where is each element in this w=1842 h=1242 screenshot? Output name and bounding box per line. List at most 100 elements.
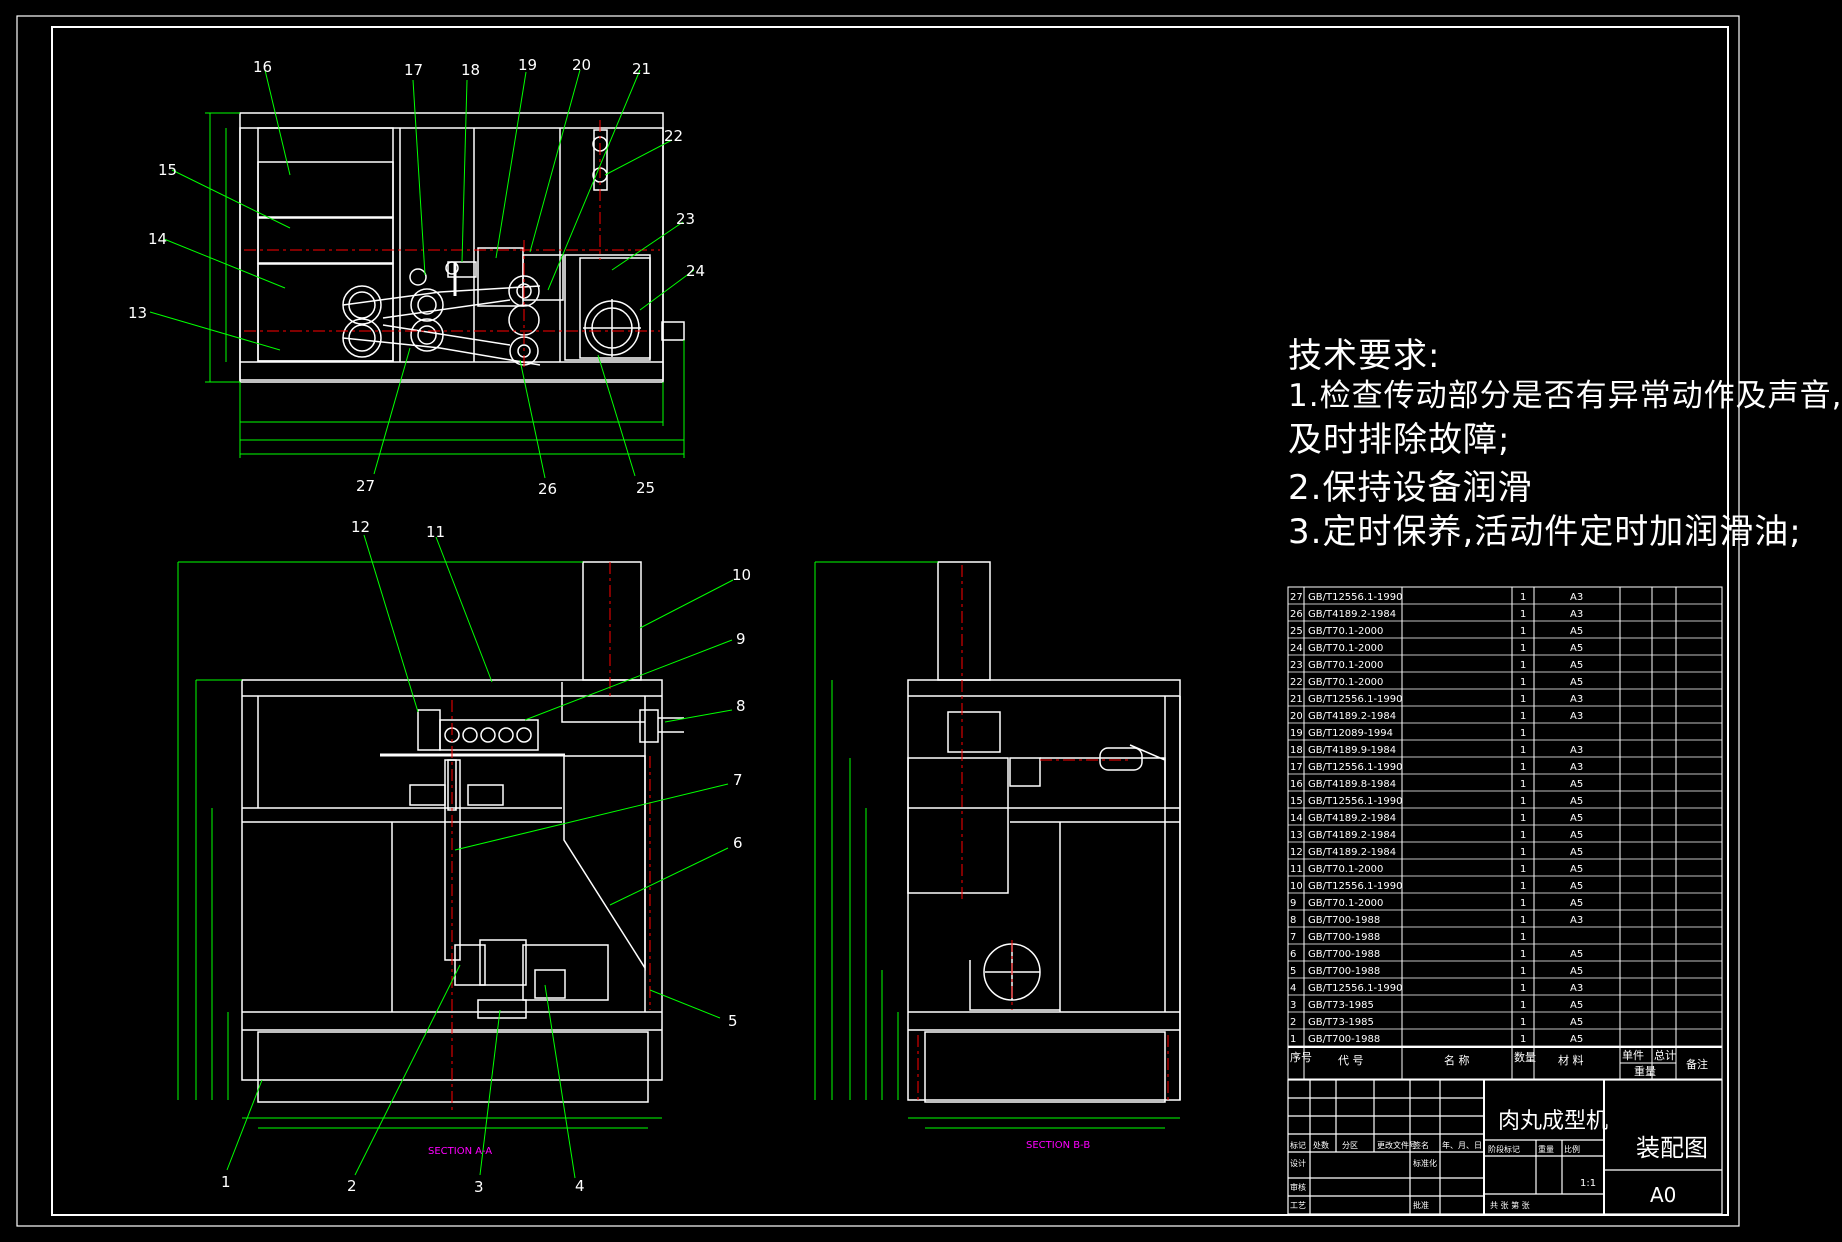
bom-cell-qty: 1 [1520, 745, 1526, 756]
bom-cell-qty: 1 [1520, 949, 1526, 960]
bom-cell-material: A5 [1570, 660, 1583, 671]
bom-cell-qty: 1 [1520, 711, 1526, 722]
bom-cell-no: 22 [1290, 677, 1303, 688]
assembly-drawing-sheet: 13 14 15 16 17 18 19 20 21 22 23 24 25 2… [16, 15, 1740, 1227]
bom-cell-code: GB/T12556.1-1990 [1308, 694, 1403, 705]
bom-cell-code: GB/T73-1985 [1308, 1017, 1374, 1028]
bom-cell-code: GB/T700-1988 [1308, 949, 1380, 960]
top-view-dimensions [205, 112, 685, 458]
bom-cell-code: GB/T12556.1-1990 [1308, 796, 1403, 807]
tb-signature: 签名 [1413, 1140, 1429, 1150]
section-b-dimensions [814, 561, 1180, 1129]
bom-cell-code: GB/T73-1985 [1308, 1000, 1374, 1011]
bom-cell-qty: 1 [1520, 728, 1526, 739]
bom-cell-qty: 1 [1520, 694, 1526, 705]
callout-8: 8 [736, 697, 746, 715]
bom-cell-code: GB/T70.1-2000 [1308, 643, 1383, 654]
section-a-centerlines [451, 562, 651, 1110]
bom-cell-no: 26 [1290, 609, 1303, 620]
bom-cell-material: A5 [1570, 643, 1583, 654]
bom-cell-no: 6 [1290, 949, 1296, 960]
bom-cell-code: GB/T12556.1-1990 [1308, 762, 1403, 773]
bom-cell-qty: 1 [1520, 643, 1526, 654]
callout-7: 7 [733, 771, 743, 789]
tb-process: 工艺 [1290, 1201, 1306, 1210]
callout-4: 4 [575, 1177, 585, 1195]
section-labels: SECTION A-A SECTION B-B [428, 1140, 1090, 1157]
bom-cell-material: A5 [1570, 626, 1583, 637]
callout-17: 17 [404, 61, 423, 79]
bom-cell-qty: 1 [1520, 932, 1526, 943]
bom-cell-material: A3 [1570, 915, 1583, 926]
bom-cell-material: A5 [1570, 898, 1583, 909]
bom-cell-material: A5 [1570, 881, 1583, 892]
bom-cell-material: A3 [1570, 609, 1583, 620]
bom-cell-no: 8 [1290, 915, 1296, 926]
tb-scale-label: 比例 [1564, 1144, 1580, 1154]
bom-cell-material: A5 [1570, 677, 1583, 688]
bom-cell-no: 5 [1290, 966, 1296, 977]
callout-23: 23 [676, 210, 695, 228]
bom-header-name: 名 称 [1444, 1053, 1470, 1067]
bom-cell-code: GB/T70.1-2000 [1308, 864, 1383, 875]
bom-cell-no: 21 [1290, 694, 1303, 705]
bom-cell-qty: 1 [1520, 626, 1526, 637]
bom-cell-material: A3 [1570, 983, 1583, 994]
bom-cell-no: 20 [1290, 711, 1303, 722]
tb-sheets: 共 张 第 张 [1490, 1200, 1530, 1210]
bom-header-material: 材 料 [1558, 1053, 1584, 1067]
bom-cell-qty: 1 [1520, 881, 1526, 892]
bom-cell-code: GB/T70.1-2000 [1308, 898, 1383, 909]
callout-12: 12 [351, 518, 370, 536]
callout-9: 9 [736, 630, 746, 648]
tb-date: 年、月、日 [1442, 1140, 1482, 1150]
section-a-label: SECTION A-A [428, 1146, 492, 1157]
bom-cell-code: GB/T12556.1-1990 [1308, 881, 1403, 892]
title-block-text: 肉丸成型机 装配图 A0 1:1 标记 处数 分区 更改文件号 签名 年、月、日… [1290, 1109, 1708, 1210]
bom-cell-code: GB/T4189.9-1984 [1308, 745, 1396, 756]
callout-21: 21 [632, 60, 651, 78]
section-a-leaders [226, 534, 734, 1179]
bom-cell-no: 2 [1290, 1017, 1296, 1028]
bom-cell-qty: 1 [1520, 983, 1526, 994]
bom-cell-no: 23 [1290, 660, 1303, 671]
callout-20: 20 [572, 56, 591, 74]
bom-header-unit-weight: 单件 [1622, 1049, 1644, 1062]
bom-cell-material: A5 [1570, 949, 1583, 960]
bom-header-code: 代 号 [1338, 1054, 1364, 1067]
bom-cell-qty: 1 [1520, 847, 1526, 858]
bom-cell-qty: 1 [1520, 796, 1526, 807]
callout-6: 6 [733, 834, 743, 852]
tb-mark: 标记 [1290, 1140, 1306, 1150]
callout-2: 2 [347, 1177, 357, 1195]
bom-cell-qty: 1 [1520, 1034, 1526, 1045]
bom-header-weight: 重量 [1634, 1064, 1656, 1078]
bom-cell-code: GB/T4189.2-1984 [1308, 847, 1396, 858]
bom-row-lines [1288, 603, 1722, 1047]
tb-review: 审核 [1290, 1182, 1306, 1192]
bom-cell-material: A5 [1570, 1017, 1583, 1028]
tb-standardize: 标准化 [1413, 1158, 1437, 1168]
bom-cell-no: 4 [1290, 983, 1296, 994]
bom-header-no: 序号 [1290, 1050, 1312, 1064]
callout-labels: 13 14 15 16 17 18 19 20 21 22 23 24 25 2… [128, 56, 751, 1196]
tb-mass: 重量 [1538, 1144, 1554, 1154]
callout-27: 27 [356, 477, 375, 495]
bom-cell-no: 14 [1290, 813, 1303, 824]
bom-cell-code: GB/T4189.8-1984 [1308, 779, 1396, 790]
bom-cell-qty: 1 [1520, 864, 1526, 875]
tb-design: 设计 [1290, 1158, 1306, 1168]
tech-requirement-line-3: 2.保持设备润滑 [1288, 468, 1533, 508]
bom-cell-material: A5 [1570, 813, 1583, 824]
bom-cell-material: A3 [1570, 762, 1583, 773]
tech-requirement-line-1: 1.检查传动部分是否有异常动作及声音, [1288, 378, 1842, 414]
top-view [239, 112, 685, 383]
bom-cell-qty: 1 [1520, 762, 1526, 773]
bom-header-qty: 数量 [1514, 1051, 1536, 1064]
tb-stage-mark: 阶段标记 [1488, 1144, 1520, 1154]
section-a-view [241, 561, 684, 1103]
bom-cell-no: 13 [1290, 830, 1303, 841]
bom-cell-material: A5 [1570, 830, 1583, 841]
top-view-centerlines [244, 120, 660, 370]
bom-cell-no: 15 [1290, 796, 1303, 807]
